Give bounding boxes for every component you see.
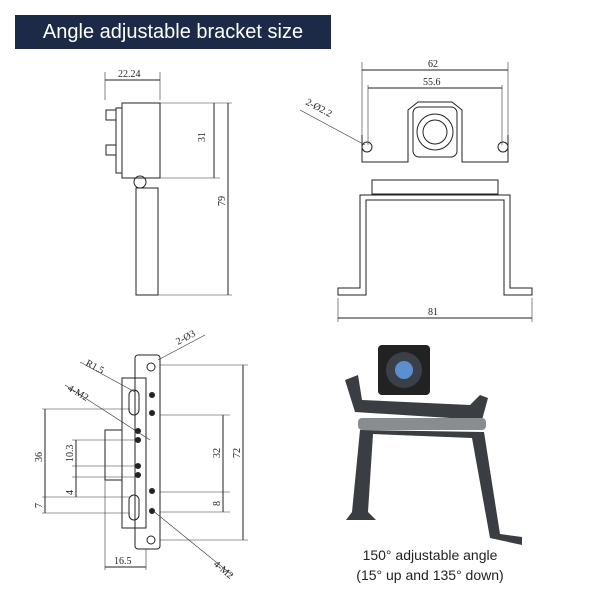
side-view-drawing: 22.24 31 79 [104,69,232,296]
dim-4: 4 [65,490,76,495]
bracket-photo [345,345,522,545]
caption-line-1: 150° adjustable angle [362,547,498,563]
plate-hole-label: 2-Ø3 [174,328,197,347]
front-base-dim: 81 [428,307,438,318]
side-width-dim: 22.24 [118,69,141,80]
dim-72: 72 [232,448,243,458]
front-hole-label: 2-Ø2.2 [304,97,334,120]
side-upper-dim: 31 [197,132,208,142]
front-outer-dim: 62 [428,59,438,70]
dim-8: 8 [212,501,223,506]
front-hole-span-dim: 55.6 [423,77,441,88]
screw-label-top: 4-M2 [66,383,91,404]
radius-label: R1.5 [84,358,106,377]
plate-view-drawing: 2-Ø3 R1.5 4-M2 4-M2 36 10.3 4 7 72 32 8 … [34,328,248,582]
caption-line-2: (15° up and 135° down) [356,567,504,583]
dim-16-5: 16.5 [114,556,132,567]
dim-7: 7 [34,503,45,508]
dim-36: 36 [34,452,45,462]
side-height-dim: 79 [217,196,228,206]
dim-32: 32 [212,448,223,458]
screw-label-bottom: 4-M2 [211,559,235,582]
title-banner: Angle adjustable bracket size [15,15,331,49]
front-view-drawing: 62 55.6 2-Ø2.2 81 [299,59,533,322]
dim-10-3: 10.3 [65,445,76,463]
